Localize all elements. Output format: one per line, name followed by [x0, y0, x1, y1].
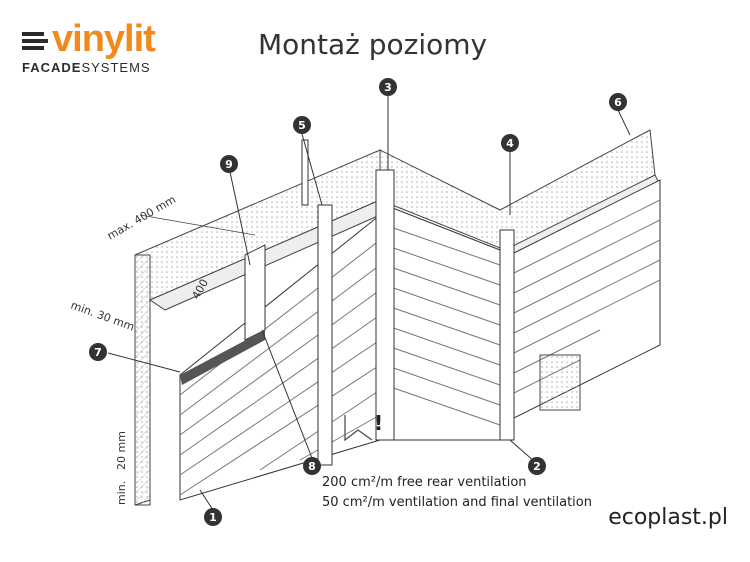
- callout-8: 8: [303, 457, 321, 475]
- watermark-brand: ecoplast.pl: [608, 505, 728, 530]
- callout-5: 5: [293, 116, 311, 134]
- logo-subtitle-bold: FACADE: [22, 60, 82, 75]
- svg-text:3: 3: [384, 81, 392, 94]
- warning-mark: !: [374, 411, 383, 435]
- callout-leaders: [107, 96, 631, 511]
- dimension-gap-bottom: 20 mm: [115, 431, 128, 470]
- logo-stripes-icon: [22, 32, 48, 53]
- svg-text:8: 8: [308, 460, 316, 473]
- logo-subtitle: FACADESYSTEMS: [22, 60, 151, 75]
- svg-text:5: 5: [298, 119, 306, 132]
- cladding-right: [384, 179, 661, 441]
- note-final-ventilation: 50 cm²/m ventilation and final ventilati…: [322, 495, 592, 510]
- note-rear-ventilation: 200 cm²/m free rear ventilation: [322, 475, 527, 490]
- callout-9: 9: [220, 155, 238, 173]
- logo-subtitle-light: SYSTEMS: [81, 60, 151, 75]
- callout-3: 3: [379, 78, 397, 96]
- dimension-min-bottom: min.: [115, 481, 128, 505]
- page-title: Montaż poziomy: [258, 28, 488, 61]
- svg-text:7: 7: [94, 346, 102, 359]
- ventilation-arrow: !: [344, 411, 383, 442]
- callout-2: 2: [528, 457, 546, 475]
- callout-4: 4: [501, 134, 519, 152]
- svg-text:2: 2: [533, 460, 541, 473]
- svg-text:4: 4: [506, 137, 514, 150]
- logo-wordmark: vinylit: [52, 18, 156, 60]
- callout-6: 6: [609, 93, 627, 111]
- svg-text:1: 1: [209, 511, 217, 524]
- corner-posts: [301, 139, 515, 466]
- svg-text:6: 6: [614, 96, 622, 109]
- dimension-min-gap: min. 30 mm: [69, 299, 136, 334]
- callout-1: 1: [204, 508, 222, 526]
- dimension-max-spacing: max. 400 mm: [105, 193, 178, 243]
- svg-text:9: 9: [225, 158, 233, 171]
- callout-7: 7: [89, 343, 107, 361]
